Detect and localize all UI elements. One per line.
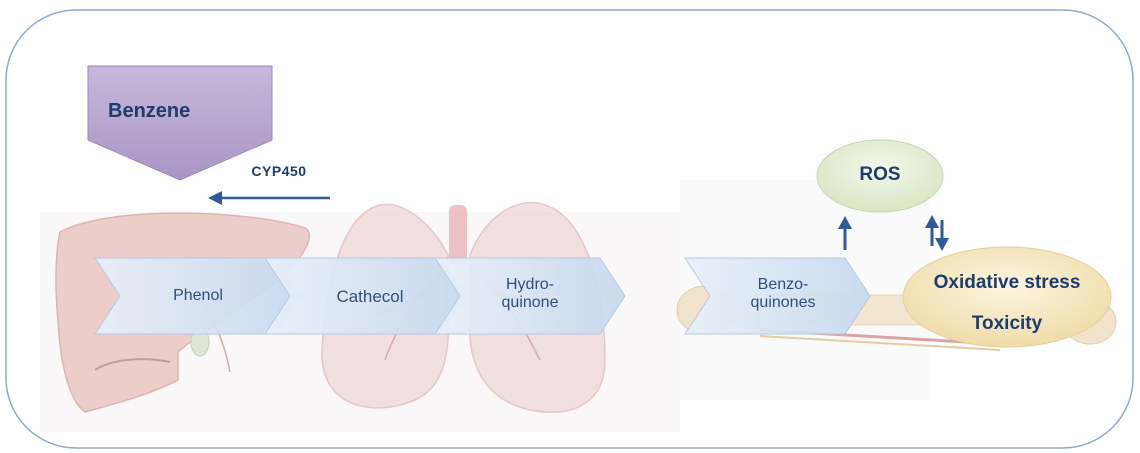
oxidative-stress-label: Oxidative stress (904, 272, 1110, 294)
benzoquinones-label: Benzo- quinones (718, 276, 848, 313)
ros-label: ROS (830, 164, 930, 186)
toxicity-label: Toxicity (904, 313, 1110, 335)
hydroquinone-label: Hydro- quinone (470, 276, 590, 313)
cyp450-label: CYP450 (236, 163, 322, 179)
benzene-label: Benzene (108, 100, 228, 123)
phenol-label: Phenol (138, 287, 258, 305)
cathecol-label: Cathecol (300, 287, 440, 307)
